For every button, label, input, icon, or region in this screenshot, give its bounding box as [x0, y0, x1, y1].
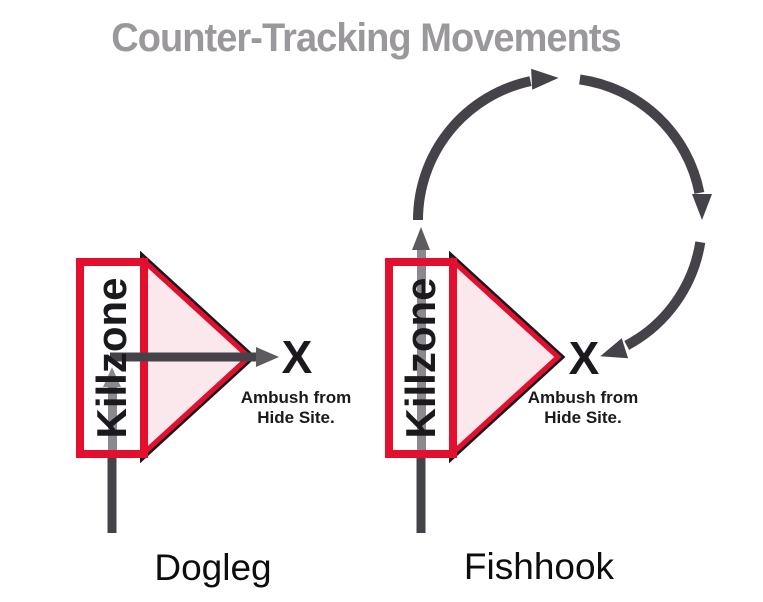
- dogleg-title: Dogleg: [154, 547, 272, 588]
- fishhook-title: Fishhook: [463, 546, 615, 587]
- fishhook-ambush-caption-line2: Hide Site.: [544, 408, 622, 427]
- dogleg-ambush-caption: Ambush from Hide Site.: [206, 388, 386, 428]
- dogleg-ambush-x-marker: X: [281, 330, 313, 383]
- fishhook-exit-line: [417, 250, 426, 456]
- fishhook-loop-arrowhead-2: [692, 194, 712, 220]
- fishhook-exit-arrowhead: [412, 227, 430, 250]
- dogleg-entry-line: [108, 384, 117, 456]
- page-title: Counter-Tracking Movements: [111, 16, 621, 60]
- dogleg-ambush-caption-line1: Ambush from: [240, 388, 352, 407]
- dogleg-turn-line: [110, 352, 256, 362]
- dogleg-turn-arrowhead: [256, 347, 279, 367]
- fishhook-killzone-label: Killzone: [397, 277, 444, 439]
- fishhook-ambush-caption: Ambush from Hide Site.: [493, 388, 673, 428]
- dogleg-entry-arrowhead: [103, 367, 121, 387]
- dogleg-ambush-caption-line2: Hide Site.: [257, 408, 335, 427]
- dogleg-approach-trail-line: [107, 456, 117, 533]
- fishhook-loop-arc-2: [579, 74, 705, 194]
- fishhook-loop-arrowhead-3: [600, 338, 629, 359]
- fishhook-loop-arc-1: [413, 76, 532, 221]
- fishhook-loop-arrowhead-1: [531, 68, 559, 90]
- fishhook-ambush-x-marker: X: [568, 331, 600, 384]
- fishhook-approach-trail-line: [416, 456, 426, 533]
- dogleg-diagram: [76, 250, 279, 533]
- fishhook-ambush-caption-line1: Ambush from: [527, 388, 639, 407]
- fishhook-killzone-box: [385, 258, 457, 458]
- fishhook-loop-arc-3: [624, 241, 706, 350]
- fishhook-diagram: [385, 68, 712, 533]
- dogleg-killzone-label: Killzone: [88, 277, 135, 439]
